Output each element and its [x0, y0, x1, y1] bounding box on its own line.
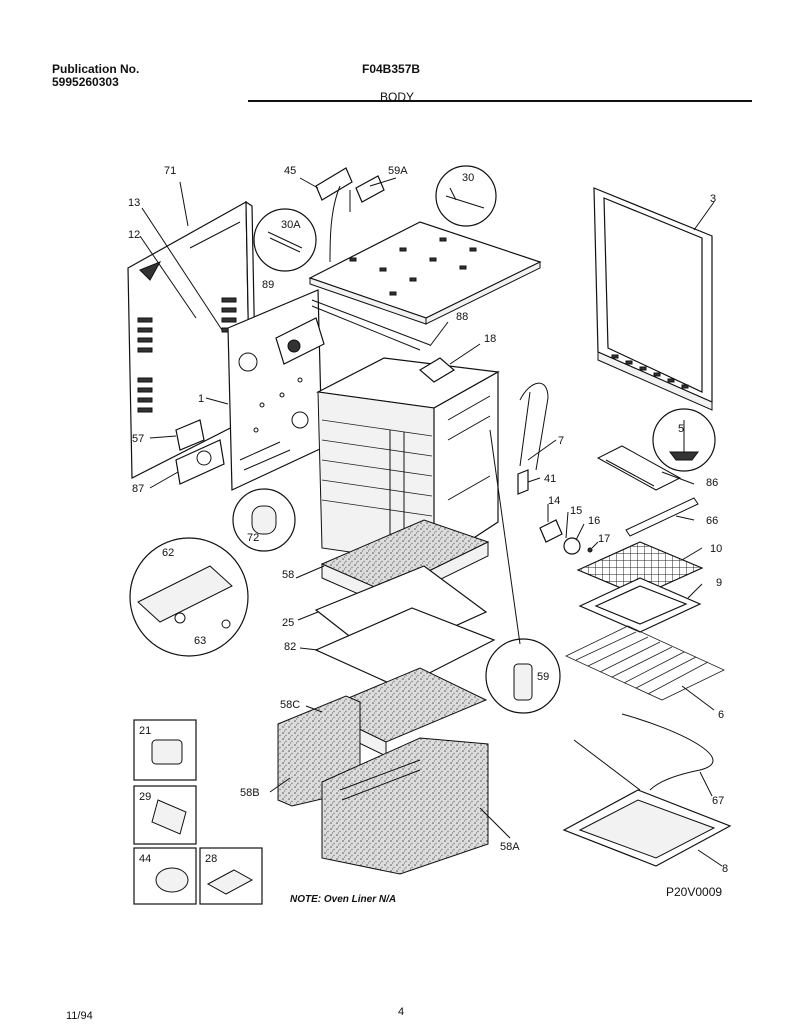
callout-58c: 58C — [280, 699, 300, 711]
callout-87: 87 — [132, 483, 144, 495]
callout-12: 12 — [128, 229, 140, 241]
callout-82: 82 — [284, 641, 296, 653]
callout-8: 8 — [722, 863, 728, 875]
callout-63: 63 — [194, 635, 206, 647]
callout-67: 67 — [712, 795, 724, 807]
callout-28: 28 — [205, 853, 217, 865]
footer-date: 11/94 — [66, 1010, 93, 1022]
callout-13: 13 — [128, 197, 140, 209]
callout-10: 10 — [710, 543, 722, 555]
small-parts-boxes — [133, 719, 263, 905]
callout-66: 66 — [706, 515, 718, 527]
callout-30: 30 — [462, 172, 474, 184]
callout-17: 17 — [598, 533, 610, 545]
diagram-code: P20V0009 — [666, 885, 722, 899]
top-panel — [308, 167, 542, 351]
callout-7: 7 — [558, 435, 564, 447]
model-number: F04B357B — [362, 62, 421, 76]
callout-30a: 30A — [281, 219, 301, 231]
callout-1: 1 — [198, 393, 204, 405]
oven-liner-note: NOTE: Oven Liner N/A — [290, 894, 396, 905]
callout-58: 58 — [282, 569, 294, 581]
publication-number: 5995260303 — [52, 75, 119, 89]
callout-41: 41 — [544, 473, 556, 485]
elements-7-86-66 — [517, 382, 699, 555]
callout-45: 45 — [284, 165, 296, 177]
callout-62: 62 — [162, 547, 174, 559]
callout-59a: 59A — [388, 165, 408, 177]
callout-labels: 71 45 59A 30 3 13 12 30A 89 88 18 1 57 8… — [128, 165, 728, 875]
callout-9: 9 — [716, 577, 722, 589]
bracket-89 — [275, 317, 325, 365]
callout-21: 21 — [139, 725, 151, 737]
footer-page-number: 4 — [398, 1006, 405, 1018]
callout-58b: 58B — [240, 787, 260, 799]
leader-lines — [139, 177, 723, 867]
callout-72: 72 — [247, 532, 259, 544]
callout-57: 57 — [132, 433, 144, 445]
callout-58a: 58A — [500, 841, 520, 853]
callout-89: 89 — [262, 279, 274, 291]
callout-18: 18 — [484, 333, 496, 345]
callout-14: 14 — [548, 495, 560, 507]
callout-44: 44 — [139, 853, 151, 865]
callout-71: 71 — [164, 165, 176, 177]
oven-box — [316, 357, 500, 566]
detail-circles — [129, 165, 561, 714]
door-3 — [593, 187, 713, 411]
lower-assembly — [277, 519, 496, 875]
callout-59: 59 — [537, 671, 549, 683]
callout-16: 16 — [588, 515, 600, 527]
callout-25: 25 — [282, 617, 294, 629]
header-rule — [248, 100, 752, 102]
part-57-87 — [175, 419, 225, 485]
callout-86: 86 — [706, 477, 718, 489]
callout-15: 15 — [570, 505, 582, 517]
publication-label: Publication No. — [52, 62, 140, 76]
callout-88: 88 — [456, 311, 468, 323]
callout-3: 3 — [710, 193, 716, 205]
callout-5: 5 — [678, 423, 684, 435]
callout-29: 29 — [139, 791, 151, 803]
drawer-8 — [562, 713, 732, 867]
callout-6: 6 — [718, 709, 724, 721]
racks-10-9-6 — [565, 541, 725, 701]
leveler-5 — [652, 408, 716, 472]
